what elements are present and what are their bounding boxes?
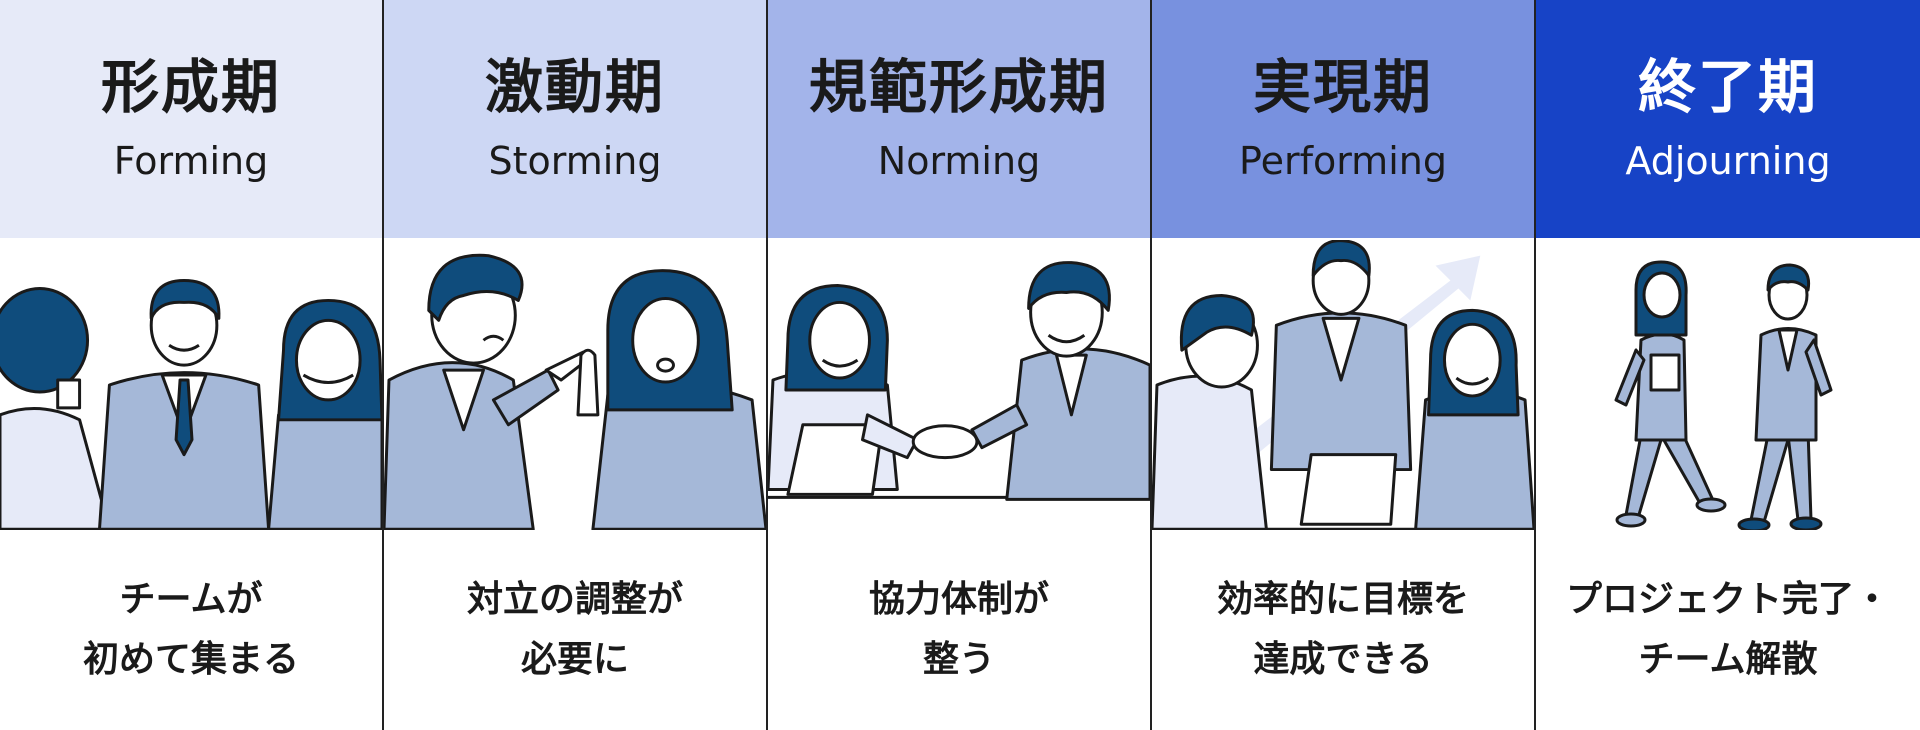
stage-title: 終了期 [1637, 53, 1818, 121]
stage-norming: 規範形成期 Norming [768, 0, 1152, 730]
stage-title: 実現期 [1252, 53, 1433, 121]
description-line: 必要に [520, 639, 629, 680]
stage-description: チームが 初めて集まる [0, 570, 382, 690]
stage-title: 規範形成期 [808, 53, 1109, 121]
description-line: 協力体制が [868, 579, 1049, 620]
stage-storming: 激動期 Storming [384, 0, 768, 730]
stage-performing: 実現期 Performing [1152, 0, 1536, 730]
stage-adjourning: 終了期 Adjourning [1536, 0, 1920, 730]
stage-description: 対立の調整が 必要に [384, 570, 766, 690]
stage-title: 激動期 [484, 53, 665, 121]
stage-header: 激動期 Storming [384, 0, 766, 238]
stage-subtitle: Storming [488, 139, 662, 183]
stage-subtitle: Adjourning [1625, 139, 1831, 183]
stage-header: 規範形成期 Norming [768, 0, 1150, 238]
stage-description: プロジェクト完了・ チーム解散 [1536, 570, 1920, 690]
stage-description: 協力体制が 整う [768, 570, 1150, 690]
description-line: プロジェクト完了・ [1565, 579, 1890, 620]
description-line: 整う [922, 639, 995, 680]
description-line: チーム解散 [1638, 639, 1818, 680]
stage-subtitle: Forming [113, 139, 269, 183]
stage-subtitle: Norming [877, 139, 1041, 183]
walking-away-illustration [1614, 260, 1833, 530]
description-line: 初めて集まる [82, 639, 299, 680]
stage-forming: 形成期 Forming [0, 0, 384, 730]
stage-description: 効率的に目標を 達成できる [1152, 570, 1534, 690]
stage-header: 形成期 Forming [0, 0, 382, 238]
stage-header: 終了期 Adjourning [1536, 0, 1920, 238]
growth-arrow-illustration [1152, 240, 1534, 530]
description-line: 対立の調整が [466, 579, 683, 620]
stage-subtitle: Performing [1239, 139, 1447, 183]
description-line: 効率的に目標を [1216, 579, 1469, 620]
team-meeting-illustration [0, 279, 382, 530]
description-line: 達成できる [1253, 639, 1433, 680]
stage-header: 実現期 Performing [1152, 0, 1534, 238]
handshake-illustration [768, 261, 1150, 501]
stage-title: 形成期 [100, 53, 281, 121]
description-line: チームが [119, 579, 263, 620]
argument-illustration [384, 253, 766, 530]
